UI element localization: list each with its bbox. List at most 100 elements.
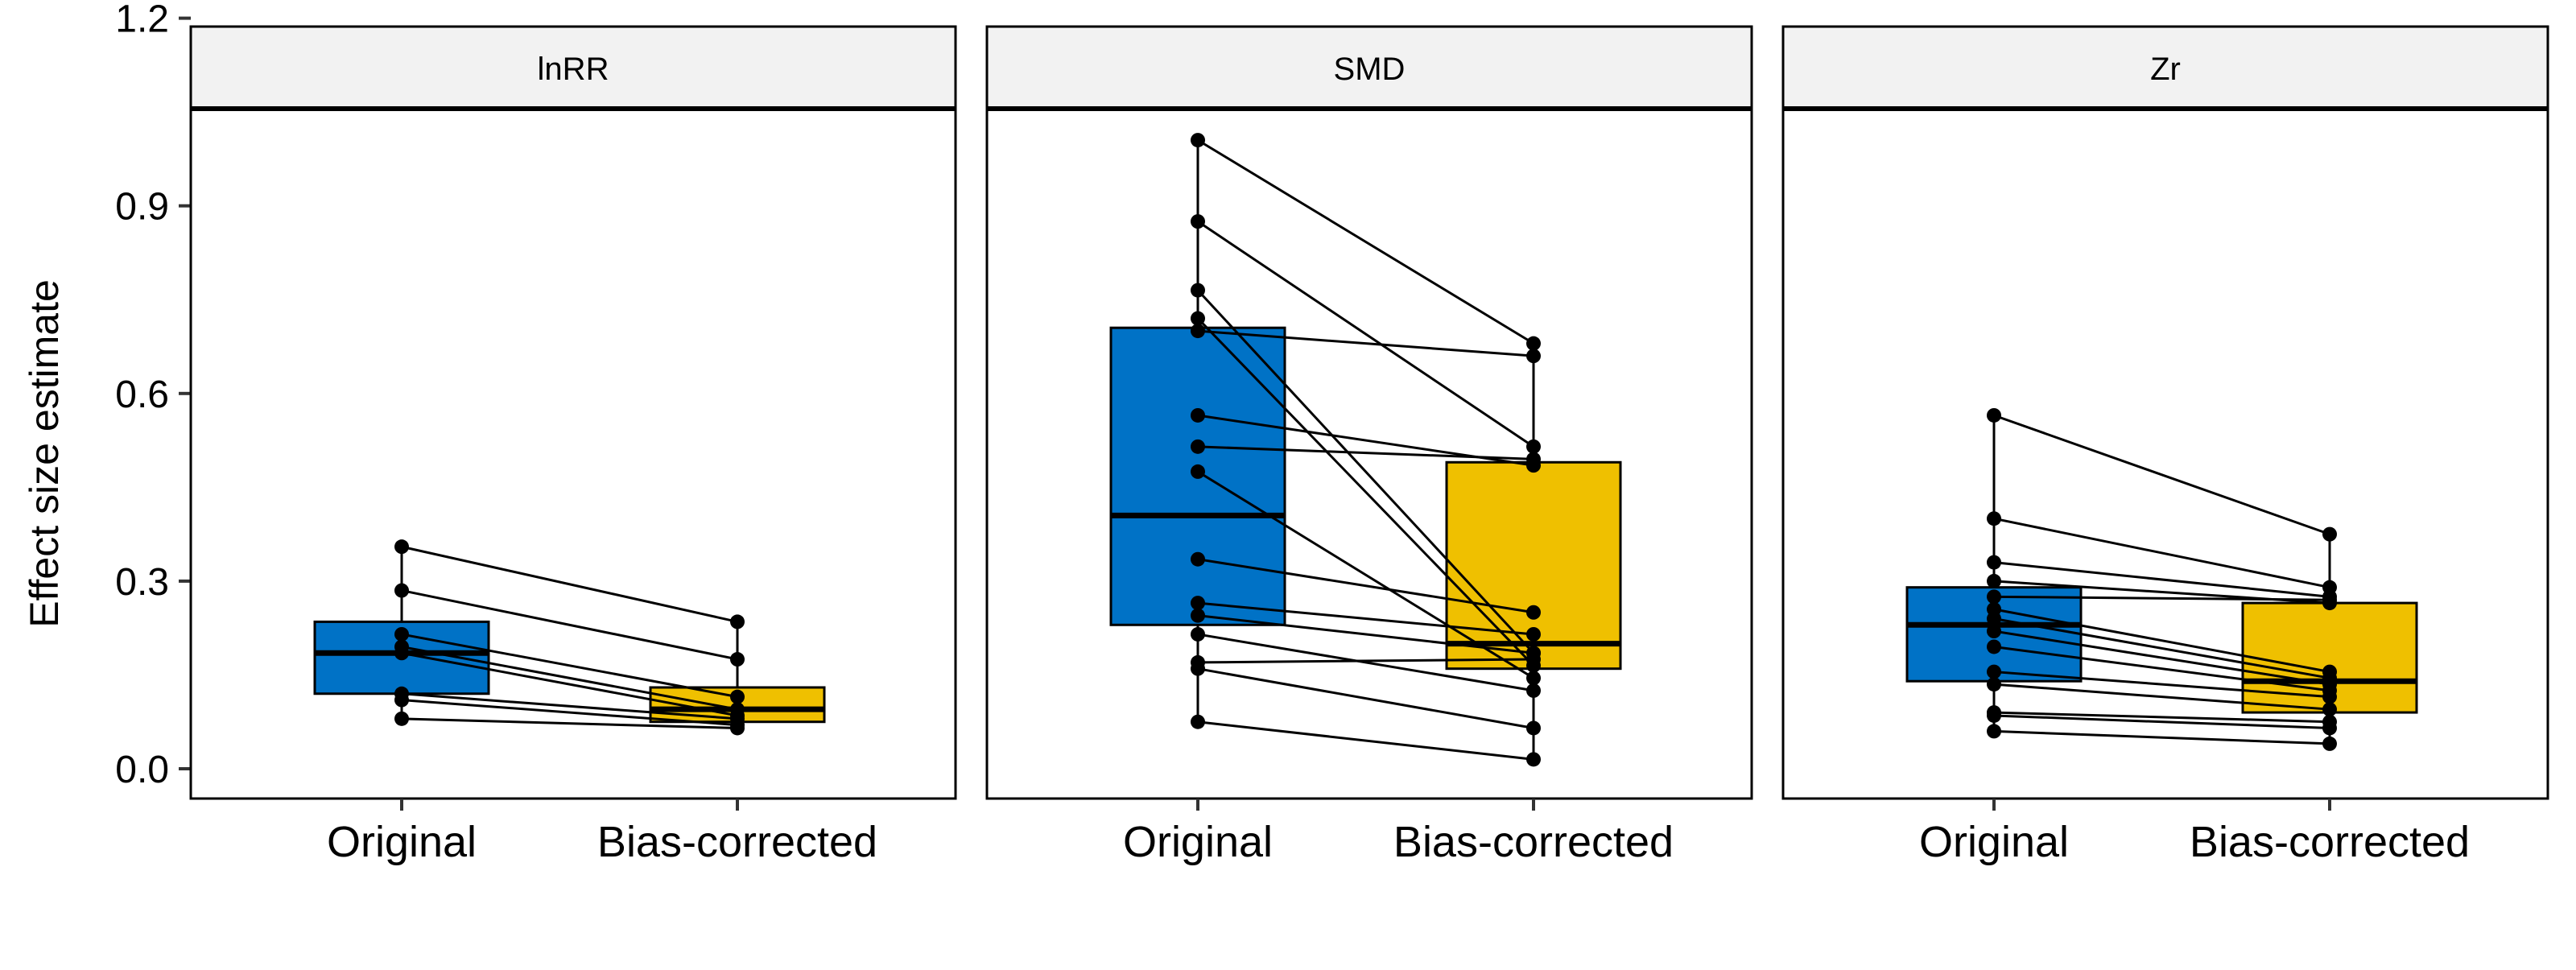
point-bias-corrected xyxy=(1526,336,1541,351)
pair-line xyxy=(1993,561,2330,598)
point-original xyxy=(1191,626,1205,642)
point-bias-corrected xyxy=(2322,689,2337,704)
y-tick-label: 0.6 xyxy=(115,374,169,416)
point-original xyxy=(394,626,409,642)
point-original xyxy=(1987,724,2001,739)
point-bias-corrected xyxy=(1526,605,1541,620)
panel-border xyxy=(189,107,957,800)
point-original xyxy=(394,711,409,726)
pair-line xyxy=(1197,667,1534,729)
point-original xyxy=(1987,611,2001,626)
point-bias-corrected xyxy=(1526,720,1541,736)
point-original xyxy=(1987,639,2001,654)
pair-line xyxy=(1197,329,1534,357)
point-original xyxy=(1987,573,2001,588)
y-tick-label: 1.2 xyxy=(115,0,169,41)
point-original xyxy=(1191,311,1205,326)
point-bias-corrected xyxy=(2322,736,2337,751)
point-bias-corrected xyxy=(2322,592,2337,608)
point-bias-corrected xyxy=(1526,671,1541,686)
point-bias-corrected xyxy=(1526,349,1541,364)
point-original xyxy=(1987,589,2001,605)
y-tick-label: 0.3 xyxy=(115,561,169,604)
point-original xyxy=(1987,624,2001,639)
pair-line xyxy=(1197,445,1534,460)
pair-line xyxy=(1993,617,2330,679)
facet-strip xyxy=(189,25,957,110)
point-original xyxy=(1191,324,1205,339)
point-original xyxy=(1191,133,1205,148)
pair-line xyxy=(1197,633,1534,692)
facet-strip-title: lnRR xyxy=(538,52,609,87)
pair-line xyxy=(401,651,738,717)
point-original xyxy=(1191,596,1205,611)
point-bias-corrected xyxy=(2322,526,2337,542)
facet-strip-title: SMD xyxy=(1334,52,1406,87)
pair-line xyxy=(401,633,738,699)
x-tick-label: Original xyxy=(1123,818,1273,866)
point-original xyxy=(1191,608,1205,623)
pair-line xyxy=(1993,714,2330,729)
point-original xyxy=(1987,555,2001,570)
pair-line xyxy=(1197,614,1534,654)
point-bias-corrected xyxy=(730,720,745,736)
pair-line xyxy=(1993,711,2330,724)
point-original xyxy=(394,583,409,598)
point-bias-corrected xyxy=(2322,720,2337,736)
pair-line xyxy=(1993,645,2330,692)
pair-line xyxy=(401,646,738,711)
point-original xyxy=(1191,661,1205,676)
point-original xyxy=(1987,407,2001,423)
pair-line xyxy=(401,717,738,729)
y-tick-label: 0.0 xyxy=(115,749,169,791)
point-original xyxy=(394,646,409,661)
point-original xyxy=(1191,407,1205,423)
pair-line xyxy=(1993,683,2330,711)
point-bias-corrected xyxy=(730,652,745,667)
point-original xyxy=(1987,664,2001,679)
point-bias-corrected xyxy=(1526,626,1541,642)
point-original xyxy=(1191,214,1205,229)
point-original xyxy=(1191,283,1205,298)
x-tick-label: Bias-corrected xyxy=(1393,818,1674,866)
point-bias-corrected xyxy=(1526,652,1541,667)
point-original xyxy=(1191,551,1205,567)
point-original xyxy=(1987,677,2001,692)
point-bias-corrected xyxy=(730,614,745,629)
facet-strip xyxy=(1781,25,2549,110)
pair-line xyxy=(401,545,738,623)
point-bias-corrected xyxy=(1526,752,1541,767)
pair-line xyxy=(1993,729,2330,745)
pair-line xyxy=(1197,558,1534,614)
x-tick-label: Bias-corrected xyxy=(597,818,877,866)
pair-line xyxy=(1993,671,2330,699)
point-original xyxy=(394,539,409,555)
pair-line xyxy=(1993,608,2330,674)
pair-line xyxy=(1993,629,2330,686)
pair-line xyxy=(401,699,738,727)
point-original xyxy=(1191,439,1205,454)
facet-panel-smd: SMD Original Bias-corrected xyxy=(985,25,1753,866)
pair-line xyxy=(1993,414,2330,536)
point-bias-corrected xyxy=(1526,439,1541,454)
x-tick-label: Original xyxy=(1919,818,2069,866)
y-axis-title: Effect size estimate xyxy=(22,279,67,628)
pair-line xyxy=(1993,517,2330,589)
point-bias-corrected xyxy=(1526,683,1541,698)
point-original xyxy=(1191,714,1205,729)
pair-line xyxy=(1197,138,1534,345)
pair-line xyxy=(1196,289,1535,654)
panel-border xyxy=(1781,107,2549,800)
pair-line xyxy=(401,589,738,661)
x-tick-label: Bias-corrected xyxy=(2190,818,2470,866)
point-bias-corrected xyxy=(2322,702,2337,717)
point-original xyxy=(1987,511,2001,526)
point-bias-corrected xyxy=(1526,452,1541,467)
point-original xyxy=(1987,708,2001,723)
pair-line xyxy=(1197,658,1534,664)
pair-line xyxy=(1993,595,2330,601)
